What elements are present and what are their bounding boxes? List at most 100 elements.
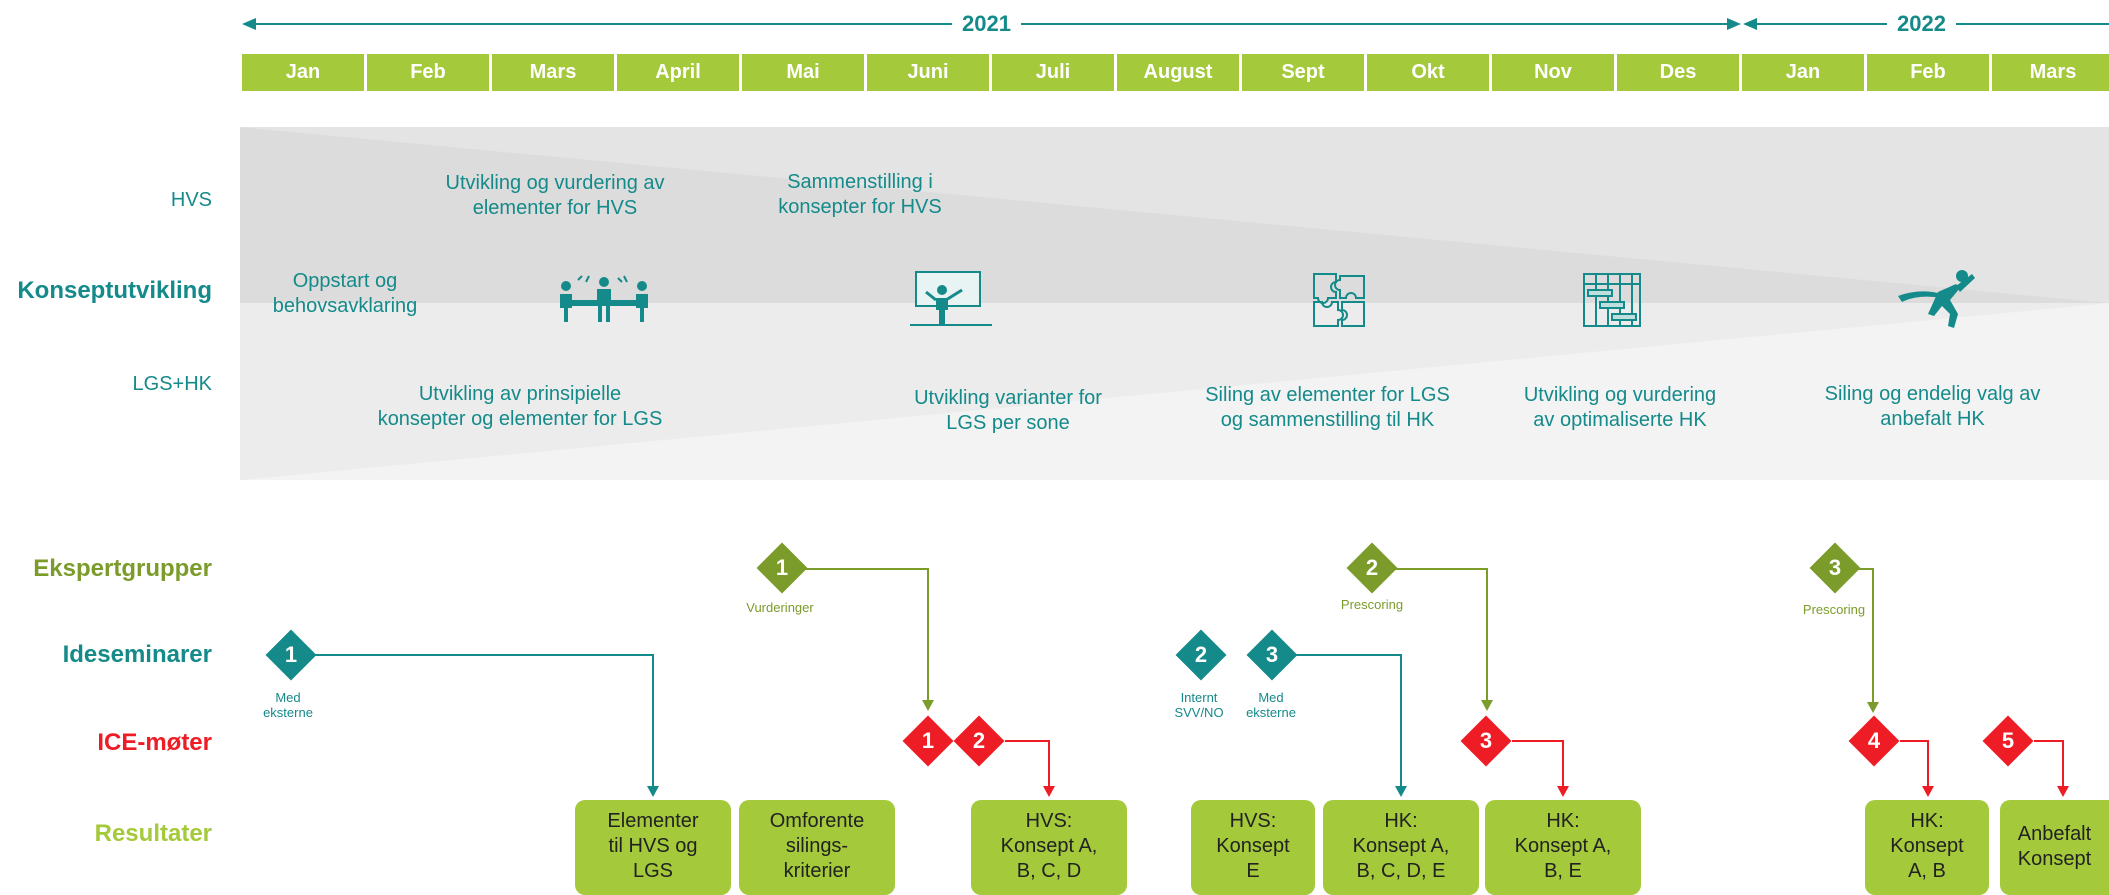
note-line: eksterne	[1246, 705, 1296, 720]
ice-diamond-5: 5	[1982, 715, 2034, 767]
month-cell: Nov	[1492, 54, 1614, 91]
diamond-number: 3	[1265, 642, 1279, 667]
phase-band	[240, 127, 2109, 480]
phase-hvs-concepts: Sammenstilling i konsepter for HVS	[740, 170, 980, 220]
diamond-number: 1	[921, 728, 935, 753]
result-line: E	[1246, 860, 1260, 882]
result-box-1: Elementer til HVS og LGS	[575, 800, 731, 895]
ice-diamond-1: 1	[902, 715, 954, 767]
row-label-ekspertgrupper: Ekspertgrupper	[33, 555, 212, 582]
diamond-number: 2	[1365, 555, 1379, 580]
note-line: SVV/NO	[1174, 705, 1224, 720]
diamond-number: 2	[972, 728, 986, 753]
row-label-lgs-hk: LGS+HK	[132, 373, 212, 395]
ideseminar-diamond-3: 3	[1246, 629, 1298, 681]
result-line: HVS:	[1229, 810, 1277, 832]
ice-diamond-4: 4	[1848, 715, 1900, 767]
ice-diamond-3: 3	[1460, 715, 1512, 767]
result-line: Elementer	[607, 810, 699, 832]
note-line: Internt	[1180, 690, 1218, 705]
month-cell: Sept	[1242, 54, 1364, 91]
diamond-number: 3	[1828, 555, 1842, 580]
diamond-number: 2	[1194, 642, 1208, 667]
phase-line: konsepter og elementer for LGS	[377, 408, 663, 430]
phase-lgs-principles: Utvikling av prinsipielle konsepter og e…	[360, 382, 680, 432]
month-bar: Jan Feb Mars April Mai Juni Juli August …	[242, 54, 2109, 91]
result-line: Konsept A,	[1352, 835, 1450, 857]
row-label-konseptutvikling: Konseptutvikling	[17, 277, 212, 304]
result-box-5: HK: Konsept A, B, C, D, E	[1323, 800, 1479, 895]
phase-line: Sammenstilling i	[787, 171, 933, 193]
month-cell: Okt	[1367, 54, 1489, 91]
result-box-8: Anbefalt Konsept	[2000, 800, 2109, 895]
diamond-number: 5	[2001, 728, 2015, 753]
ice-diamond-2: 2	[953, 715, 1005, 767]
result-line: Konsept	[1216, 835, 1290, 857]
diamond-number: 1	[284, 642, 298, 667]
note-line: Med	[275, 690, 301, 705]
row-label-ideseminarer: Ideseminarer	[62, 641, 212, 668]
ekspertgruppe-diamond-1: 1	[756, 542, 808, 594]
result-box-6: HK: Konsept A, B, E	[1485, 800, 1641, 895]
diamond-number: 1	[775, 555, 789, 580]
phase-line: anbefalt HK	[1880, 408, 1985, 430]
result-line: Omforente	[769, 810, 865, 832]
month-cell: April	[617, 54, 739, 91]
result-line: Konsept	[2017, 848, 2092, 870]
diamond-number: 3	[1479, 728, 1493, 753]
diamond-number: 4	[1867, 728, 1881, 753]
result-line: Konsept A,	[1514, 835, 1612, 857]
result-line: kriterier	[783, 860, 851, 882]
phase-line: elementer for HVS	[472, 197, 638, 219]
ideseminar-note-2: Internt SVV/NO	[1159, 690, 1239, 720]
result-line: HVS:	[1025, 810, 1073, 832]
month-cell: Feb	[367, 54, 489, 91]
ekspertgruppe-note-3: Prescoring	[1802, 602, 1866, 617]
result-line: B, E	[1544, 860, 1582, 882]
note-line: eksterne	[263, 705, 313, 720]
ekspertgruppe-note-1: Vurderinger	[746, 600, 814, 615]
ekspertgruppe-diamond-2: 2	[1346, 542, 1398, 594]
result-box-3: HVS: Konsept A, B, C, D	[971, 800, 1127, 895]
month-cell: Jan	[1742, 54, 1864, 91]
month-cell: Mai	[742, 54, 864, 91]
phase-line: Utvikling og vurdering	[1523, 384, 1717, 406]
result-line: B, C, D	[1016, 860, 1082, 882]
result-line: HK:	[1910, 810, 1944, 832]
phase-hk-optimized: Utvikling og vurdering av optimaliserte …	[1500, 383, 1740, 433]
phase-line: Oppstart og	[292, 270, 398, 292]
puzzle-icon	[1313, 273, 1365, 327]
ideseminar-diamond-1: 1	[265, 629, 317, 681]
phase-lgs-siling: Siling av elementer for LGS og sammensti…	[1180, 383, 1475, 433]
phase-line: konsepter for HVS	[778, 196, 942, 218]
runner-icon	[1898, 270, 1975, 328]
meeting-icon	[560, 275, 648, 322]
ideseminar-diamond-2: 2	[1175, 629, 1227, 681]
row-label-hvs: HVS	[170, 189, 212, 211]
result-line: LGS	[632, 860, 674, 882]
ideseminar-note-1: Med eksterne	[248, 690, 328, 720]
phase-line: Siling og endelig valg av	[1824, 383, 2041, 405]
result-line: Konsept	[1890, 835, 1964, 857]
phase-line: av optimaliserte HK	[1533, 409, 1707, 431]
result-line: Konsept A,	[1000, 835, 1098, 857]
year-2022-label: 2022	[1887, 8, 1956, 40]
phase-line: Utvikling og vurdering av	[445, 172, 665, 194]
phase-lgs-variants: Utvikling varianter for LGS per sone	[888, 386, 1128, 436]
note-line: Med	[1258, 690, 1284, 705]
row-label-ice-moter: ICE-møter	[97, 729, 212, 756]
result-line: A, B	[1908, 860, 1946, 882]
result-line: B, C, D, E	[1356, 860, 1446, 882]
result-line: til HVS og	[608, 835, 698, 857]
ekspertgruppe-diamond-3: 3	[1809, 542, 1861, 594]
phase-line: Utvikling varianter for	[914, 387, 1102, 409]
row-label-resultater: Resultater	[94, 820, 212, 847]
phase-line: Siling av elementer for LGS	[1205, 384, 1450, 406]
year-2021-label: 2021	[952, 8, 1021, 40]
ideseminar-note-3: Med eksterne	[1231, 690, 1311, 720]
result-box-4: HVS: Konsept E	[1191, 800, 1315, 895]
phase-line: og sammenstilling til HK	[1220, 409, 1435, 431]
phase-line: behovsavklaring	[272, 295, 418, 317]
ekspertgruppe-note-2: Prescoring	[1340, 597, 1404, 612]
